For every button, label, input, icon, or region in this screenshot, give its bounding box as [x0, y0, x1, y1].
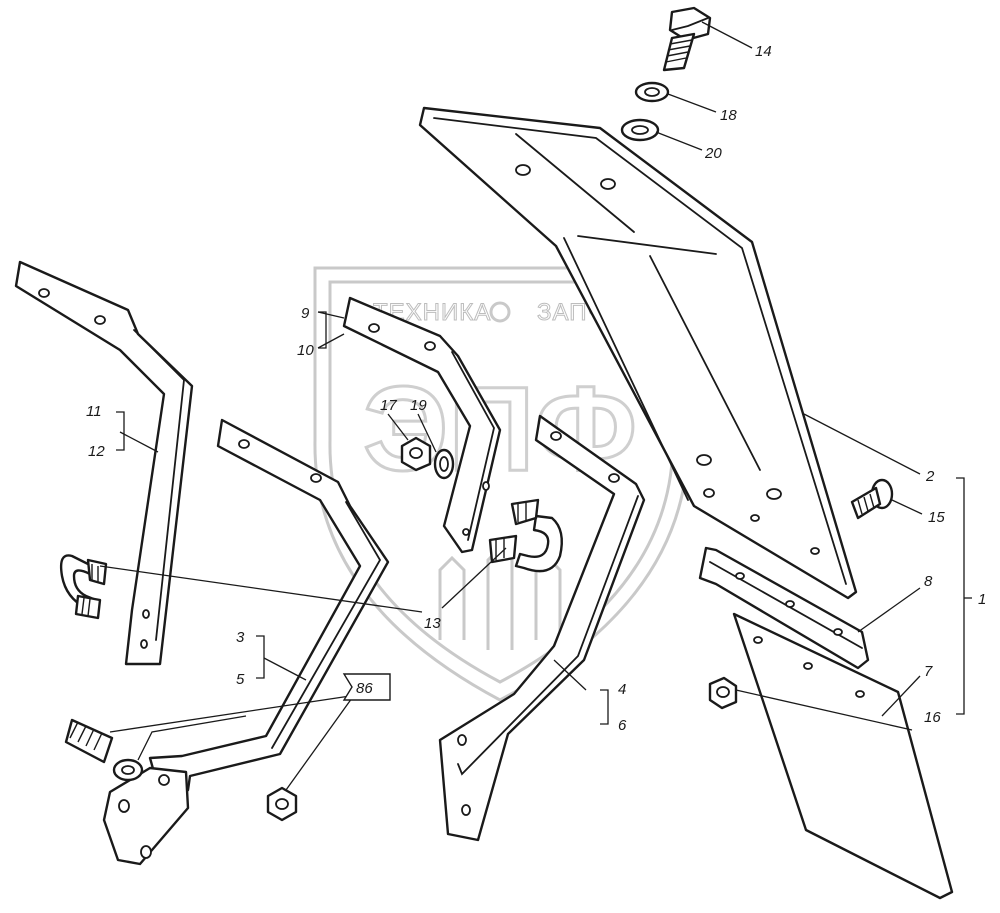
hole	[600, 178, 616, 190]
callout-19: 19	[410, 397, 427, 414]
hole	[608, 473, 620, 483]
callout-18: 18	[720, 107, 737, 124]
callout-11: 11	[86, 403, 102, 420]
callout-4: 4	[618, 681, 626, 698]
part-3-5-bracket	[102, 418, 390, 866]
hole	[810, 547, 820, 555]
hole	[855, 690, 865, 698]
part-20-flat-washer	[620, 118, 660, 142]
hole	[462, 528, 470, 536]
hole	[703, 488, 715, 498]
part-19-washer	[433, 448, 455, 480]
hole	[696, 454, 712, 466]
part-7-flap	[732, 612, 954, 900]
callout-8: 8	[924, 573, 933, 590]
washer-lower-left	[112, 758, 144, 782]
hole	[515, 164, 531, 176]
hole	[833, 628, 843, 636]
callout-1: 1	[978, 591, 986, 608]
hole	[140, 639, 148, 649]
hole	[766, 488, 782, 500]
part-18-spring-washer	[634, 81, 670, 103]
callout-2: 2	[925, 468, 935, 485]
callout-10: 10	[297, 342, 314, 359]
hole	[424, 341, 436, 351]
group-brackets	[116, 311, 972, 725]
part-17-nut	[400, 436, 432, 472]
hole	[803, 662, 813, 670]
callout-17: 17	[380, 397, 397, 414]
gear-icon	[489, 301, 511, 323]
hole	[310, 473, 322, 483]
part-9-10-bracket	[342, 296, 502, 554]
leader-lines	[99, 21, 923, 791]
part-13-u-bolt-middle	[488, 498, 563, 573]
callout-15: 15	[928, 509, 945, 526]
part-16-nut	[708, 676, 738, 710]
part-4-6-bracket	[438, 414, 646, 842]
part-11-12-bracket	[14, 260, 194, 666]
part-8-strip	[698, 546, 870, 670]
part-15-bolt	[850, 478, 894, 520]
hole	[158, 774, 170, 786]
callout-14: 14	[755, 43, 772, 60]
part-14-bolt	[662, 6, 712, 72]
reference-label: 86	[356, 680, 373, 697]
part-2-plate	[418, 106, 858, 600]
callout-16: 16	[924, 709, 941, 726]
hole	[750, 514, 760, 522]
hole	[118, 799, 130, 813]
hole	[753, 636, 763, 644]
nut-lower	[266, 786, 298, 822]
callout-12: 12	[88, 443, 105, 460]
hole	[482, 481, 490, 491]
hole	[735, 572, 745, 580]
callout-5: 5	[236, 671, 245, 688]
hole	[94, 315, 106, 325]
callout-3: 3	[236, 629, 245, 646]
bolt-lower-left	[64, 718, 114, 764]
callout-numbers: 14 18 20 2 15 1 8 7 16 9 10 11 12 17 19 …	[86, 43, 986, 734]
callout-13: 13	[424, 615, 441, 632]
hole	[457, 734, 467, 746]
hole	[142, 609, 150, 619]
hole	[368, 323, 380, 333]
callout-6: 6	[618, 717, 627, 734]
part-13-u-bolt-left	[59, 554, 108, 620]
watermark-shield-outline	[313, 266, 690, 702]
callout-9: 9	[301, 305, 310, 322]
hole	[140, 845, 152, 859]
hole	[550, 431, 562, 441]
hole	[461, 804, 471, 816]
hole	[38, 288, 50, 298]
hole	[238, 439, 250, 449]
callout-7: 7	[924, 663, 933, 680]
reference-tag: 86	[342, 673, 391, 701]
callout-20: 20	[704, 145, 722, 162]
hole	[785, 600, 795, 608]
